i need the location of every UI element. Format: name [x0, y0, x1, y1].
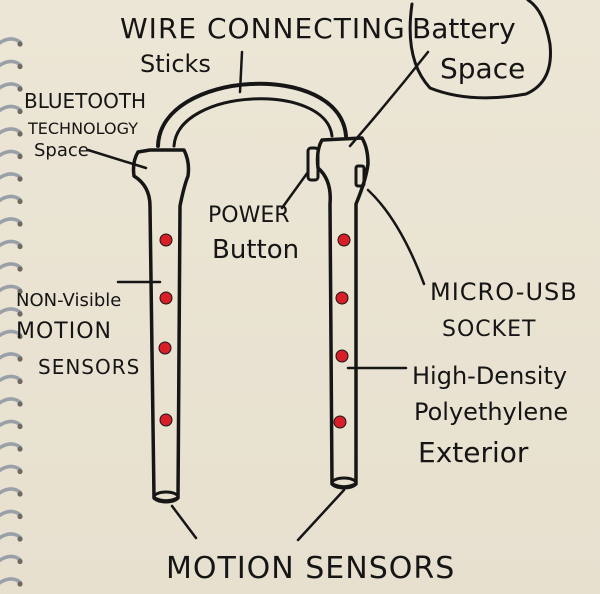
binding-hole	[17, 243, 23, 250]
spiral-ring-icon	[0, 464, 22, 473]
spiral-ring-icon	[0, 509, 22, 518]
spiral-ring-icon	[0, 284, 22, 293]
labels: WIRE CONNECTING Sticks Battery Space BLU…	[16, 12, 578, 586]
red-dot-icon	[159, 413, 173, 427]
hdpe-label-line1: High-Density	[412, 362, 567, 390]
left-stick	[131, 148, 191, 503]
binding-hole	[17, 176, 23, 182]
red-dot-icon	[335, 291, 349, 305]
spiral-ring-icon	[0, 487, 22, 495]
binding-hole	[17, 333, 23, 340]
red-dot-icon	[337, 233, 351, 247]
power-label-line2: Button	[212, 235, 299, 265]
battery-space-outline	[408, 0, 552, 100]
binding-hole	[17, 378, 23, 385]
nonvisible-label-line3: SENSORS	[38, 355, 140, 379]
usb-leader	[366, 188, 426, 286]
power-button	[306, 146, 320, 182]
wire-label-line2: Sticks	[140, 50, 211, 78]
binding-hole	[17, 108, 23, 115]
binding-hole	[17, 558, 23, 565]
binding-hole	[17, 401, 23, 407]
connecting-wire	[156, 81, 348, 148]
spiral-ring-icon	[0, 397, 22, 405]
wire-leader	[238, 50, 244, 94]
binding-hole	[17, 221, 23, 227]
red-dot-icon	[333, 415, 347, 429]
red-dot-icon	[158, 341, 172, 355]
hdpe-label-line2: Polyethylene	[414, 398, 568, 426]
spiral-ring-icon	[0, 149, 22, 158]
bluetooth-label-line2: TECHNOLOGY	[27, 119, 138, 138]
nonvisible-label-line1: NON-Visible	[16, 290, 121, 311]
battery-leader	[348, 50, 430, 148]
spiral-ring-icon	[0, 172, 22, 180]
right-stick-cap	[330, 476, 358, 490]
spiral-ring-icon	[0, 532, 22, 540]
power-label-line1: POWER	[208, 203, 290, 228]
binding-hole	[17, 513, 23, 520]
spiral-ring-icon	[0, 577, 22, 585]
binding-hole	[17, 311, 23, 317]
left-sensors	[158, 233, 173, 427]
spiral-ring-icon	[0, 217, 22, 225]
wire-label-line1: WIRE CONNECTING	[120, 12, 406, 45]
spiral-ring-icon	[0, 82, 22, 90]
leader-lines	[86, 50, 430, 542]
binding-hole	[17, 41, 23, 47]
binding-hole	[17, 446, 23, 452]
spiral-ring-icon	[0, 307, 22, 315]
micro-usb-label-line2: SOCKET	[442, 317, 536, 342]
bluetooth-leader	[86, 148, 148, 170]
red-dot-icon	[159, 291, 173, 305]
binding-hole	[17, 468, 23, 475]
spiral-ring-icon	[0, 59, 22, 68]
bottom-right-leader	[296, 488, 346, 542]
binding-hole	[17, 423, 23, 430]
power-leader	[280, 170, 310, 210]
spiral-ring-icon	[0, 104, 22, 113]
binding-hole	[17, 198, 23, 205]
spiral-ring-icon	[0, 262, 22, 270]
battery-label-line1: Battery	[412, 12, 516, 45]
bluetooth-label-line1: BLUETOOTH	[24, 89, 146, 113]
binding-hole	[17, 131, 23, 137]
spiral-ring-icon	[0, 37, 22, 45]
binding-hole	[17, 356, 23, 362]
red-dot-icon	[159, 233, 173, 247]
binding-hole	[17, 153, 23, 160]
bottom-title: MOTION SENSORS	[166, 551, 455, 586]
bottom-left-leader	[170, 504, 198, 540]
binding-hole	[17, 86, 23, 92]
right-stick	[315, 136, 370, 489]
spiral-ring-icon	[0, 352, 22, 360]
spiral-ring-icon	[0, 127, 22, 135]
binding-hole	[17, 63, 23, 70]
spiral-ring-icon	[0, 194, 22, 203]
binding-hole	[17, 288, 23, 295]
spiral-binding	[0, 37, 23, 587]
connecting-wire-inner	[172, 97, 334, 148]
right-sensors	[333, 233, 351, 429]
binding-hole	[17, 266, 23, 272]
binding-hole	[17, 491, 23, 497]
spiral-ring-icon	[0, 442, 22, 450]
spiral-ring-icon	[0, 419, 22, 428]
spiral-ring-icon	[0, 239, 22, 248]
left-stick-cap	[152, 490, 180, 504]
spiral-ring-icon	[0, 329, 22, 338]
bluetooth-label-line3: Space	[34, 140, 89, 161]
hdpe-label-line3: Exterior	[418, 436, 529, 469]
battery-label-line2: Space	[440, 52, 525, 85]
micro-usb-label-line1: MICRO-USB	[430, 278, 578, 306]
binding-hole	[17, 581, 23, 587]
red-dot-icon	[335, 349, 349, 363]
binding-hole	[17, 536, 23, 542]
nonvisible-label-line2: MOTION	[16, 319, 112, 344]
spiral-ring-icon	[0, 554, 22, 563]
spiral-ring-icon	[0, 374, 22, 383]
micro-usb-socket	[354, 164, 366, 188]
